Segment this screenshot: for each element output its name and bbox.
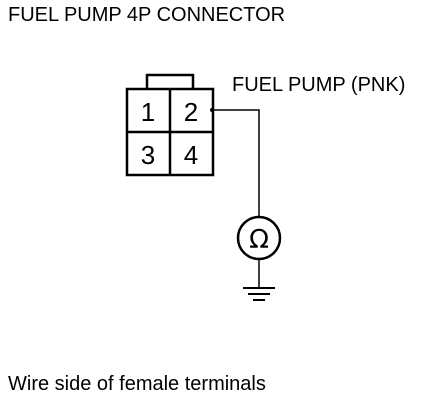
ground-icon xyxy=(243,287,275,301)
wire-label-fuel-pump: FUEL PUMP (PNK) xyxy=(232,74,406,96)
pin-1-label: 1 xyxy=(141,97,155,127)
diagram-title: FUEL PUMP 4P CONNECTOR xyxy=(8,4,286,26)
pin-3-label: 3 xyxy=(141,140,155,170)
connector-latch xyxy=(145,73,195,89)
pin-2-label: 2 xyxy=(184,97,198,127)
pin-4-label: 4 xyxy=(184,140,198,170)
ohm-icon: Ω xyxy=(249,225,269,255)
diagram-caption: Wire side of female terminals xyxy=(8,373,266,395)
probe-lead xyxy=(212,109,260,217)
